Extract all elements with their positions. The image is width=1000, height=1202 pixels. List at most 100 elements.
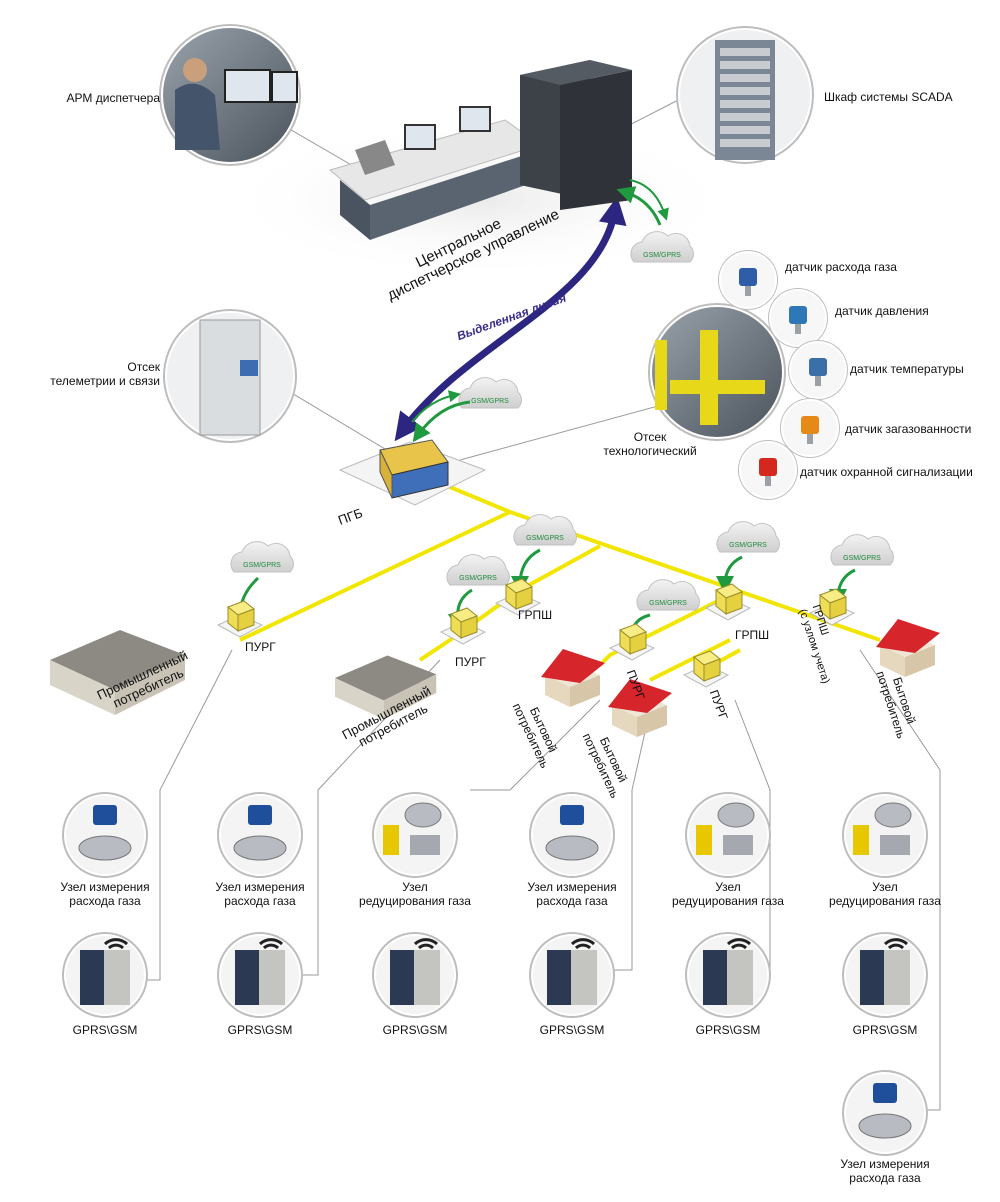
bottom-node-label-5-line2: редуцирования газа <box>829 894 941 908</box>
scada-uplink-arrow <box>629 179 669 221</box>
flow-meter-node-3 <box>529 792 615 878</box>
purg-label-2: ПУРГ <box>455 655 486 669</box>
gsm-cloud-purg-3-text: GSM/GPRS <box>649 600 687 607</box>
bottom-node-label-4-line2: редуцирования газа <box>672 894 784 908</box>
purg-box-3 <box>608 623 656 661</box>
sensor-label-temperature: датчик температуры <box>850 362 964 376</box>
grpsh-label-1: ГРПШ <box>518 608 553 622</box>
reduction-node-2 <box>372 792 458 878</box>
dispatcher-photo-circle <box>159 24 301 166</box>
sensor-circle-2 <box>788 340 848 400</box>
gprs-label-4: GPRS\GSM <box>695 1023 761 1037</box>
reduction-node-4 <box>685 792 771 878</box>
dedicated-line-arrow <box>394 196 627 442</box>
purg-box-4 <box>682 650 730 688</box>
household-consumer-1 <box>541 649 605 707</box>
grpsh-box-2 <box>704 583 752 621</box>
tech-line2: технологический <box>603 444 697 458</box>
extra-flow-line2: расхода газа <box>849 1171 921 1185</box>
extra-flow-label: Узел измерения расхода газа <box>815 1157 955 1185</box>
household-consumer-2 <box>608 679 672 737</box>
gsm-cloud-grpsh-2-text: GSM/GPRS <box>729 542 767 549</box>
sensor-circle-4 <box>738 440 798 500</box>
gprs-node-1 <box>217 932 303 1018</box>
bottom-node-label-0-line1: Узел измерения <box>60 880 150 894</box>
gprs-label-0: GPRS\GSM <box>72 1023 138 1037</box>
tech-photo-circle <box>648 303 786 441</box>
gsm-cloud-grpsh-2: GSM/GPRS <box>716 521 780 594</box>
flow-meter-node-extra <box>842 1070 928 1156</box>
household-consumer-3 <box>876 619 940 677</box>
gprs-node-5 <box>842 932 928 1018</box>
bottom-node-label-2-line1: Узел <box>402 880 428 894</box>
reduction-node-5 <box>842 792 928 878</box>
gsm-cloud-grpsh-1-text: GSM/GPRS <box>526 535 564 542</box>
grpsh-box-3 <box>808 588 856 626</box>
grpsh-box-1 <box>494 578 542 616</box>
ptb-uplink-arrow <box>411 390 461 423</box>
gsm-cloud-grpsh-2-arrow <box>716 555 743 594</box>
flow-meter-node-0 <box>62 792 148 878</box>
gprs-node-2 <box>372 932 458 1018</box>
telemetry-line1: Отсек <box>127 360 160 374</box>
gsm-cloud-scada: GSM/GPRS <box>616 186 694 263</box>
gsm-cloud-purg-2: GSM/GPRS <box>446 554 510 631</box>
gsm-cloud-ptb: GSM/GPRS <box>412 377 522 443</box>
purg-box-2 <box>439 607 487 645</box>
sensor-circle-0 <box>718 250 778 310</box>
gprs-label-5: GPRS\GSM <box>852 1023 918 1037</box>
gprs-label-3: GPRS\GSM <box>539 1023 605 1037</box>
bottom-node-label-4-line1: Узел <box>715 880 741 894</box>
scada-photo-circle <box>676 26 814 164</box>
gsm-cloud-grpsh-3-text: GSM/GPRS <box>843 555 881 562</box>
purg-label-1: ПУРГ <box>245 640 276 654</box>
dispatcher-desk <box>328 106 542 240</box>
sensor-label-pressure: датчик давления <box>835 304 929 318</box>
scada-cabinet <box>520 60 632 210</box>
bottom-node-label-2-line2: редуцирования газа <box>359 894 471 908</box>
gprs-node-4 <box>685 932 771 1018</box>
gsm-cloud-ptb-arrow <box>412 400 471 443</box>
gsm-cloud-purg-2-text: GSM/GPRS <box>459 575 497 582</box>
extra-flow-line1: Узел измерения <box>840 1157 930 1171</box>
bottom-node-label-5-line1: Узел <box>872 880 898 894</box>
sensor-label-gas: датчик загазованности <box>845 422 972 436</box>
gsm-cloud-scada-text: GSM/GPRS <box>643 252 681 259</box>
telemetry-label: Отсек телеметрии и связи <box>40 360 160 388</box>
sensor-label-security: датчик охранной сигнализации <box>800 465 973 479</box>
tech-label: Отсек технологический <box>600 430 700 458</box>
industrial-consumer-2 <box>335 655 437 720</box>
gsm-cloud-purg-1-text: GSM/GPRS <box>243 562 281 569</box>
purg-box-1 <box>216 600 264 638</box>
tech-line1: Отсек <box>633 430 667 444</box>
scada-label: Шкаф системы SCADA <box>824 90 953 104</box>
flow-meter-node-1 <box>217 792 303 878</box>
industrial-consumer-1 <box>50 630 185 715</box>
bottom-node-label-1-line2: расхода газа <box>224 894 296 908</box>
bottom-node-label-1-line1: Узел измерения <box>215 880 305 894</box>
gprs-node-3 <box>529 932 615 1018</box>
telemetry-line2: телеметрии и связи <box>50 374 160 388</box>
gsm-cloud-scada-arrow <box>616 186 662 226</box>
gsm-cloud-grpsh-3: GSM/GPRS <box>829 534 894 607</box>
sensor-circle-3 <box>780 398 840 458</box>
gsm-cloud-ptb-text: GSM/GPRS <box>471 398 509 405</box>
arm-label: АРМ диспетчера <box>66 91 160 105</box>
ptb-station <box>338 439 487 506</box>
grpsh-label-2: ГРПШ <box>735 628 770 642</box>
bottom-node-label-3-line2: расхода газа <box>536 894 608 908</box>
bottom-node-label-0-line2: расхода газа <box>69 894 141 908</box>
gprs-label-1: GPRS\GSM <box>227 1023 293 1037</box>
sensor-label-flow: датчик расхода газа <box>785 260 897 274</box>
bottom-node-label-3-line1: Узел измерения <box>527 880 617 894</box>
sensor-circle-1 <box>768 288 828 348</box>
telemetry-photo-circle <box>163 309 297 443</box>
